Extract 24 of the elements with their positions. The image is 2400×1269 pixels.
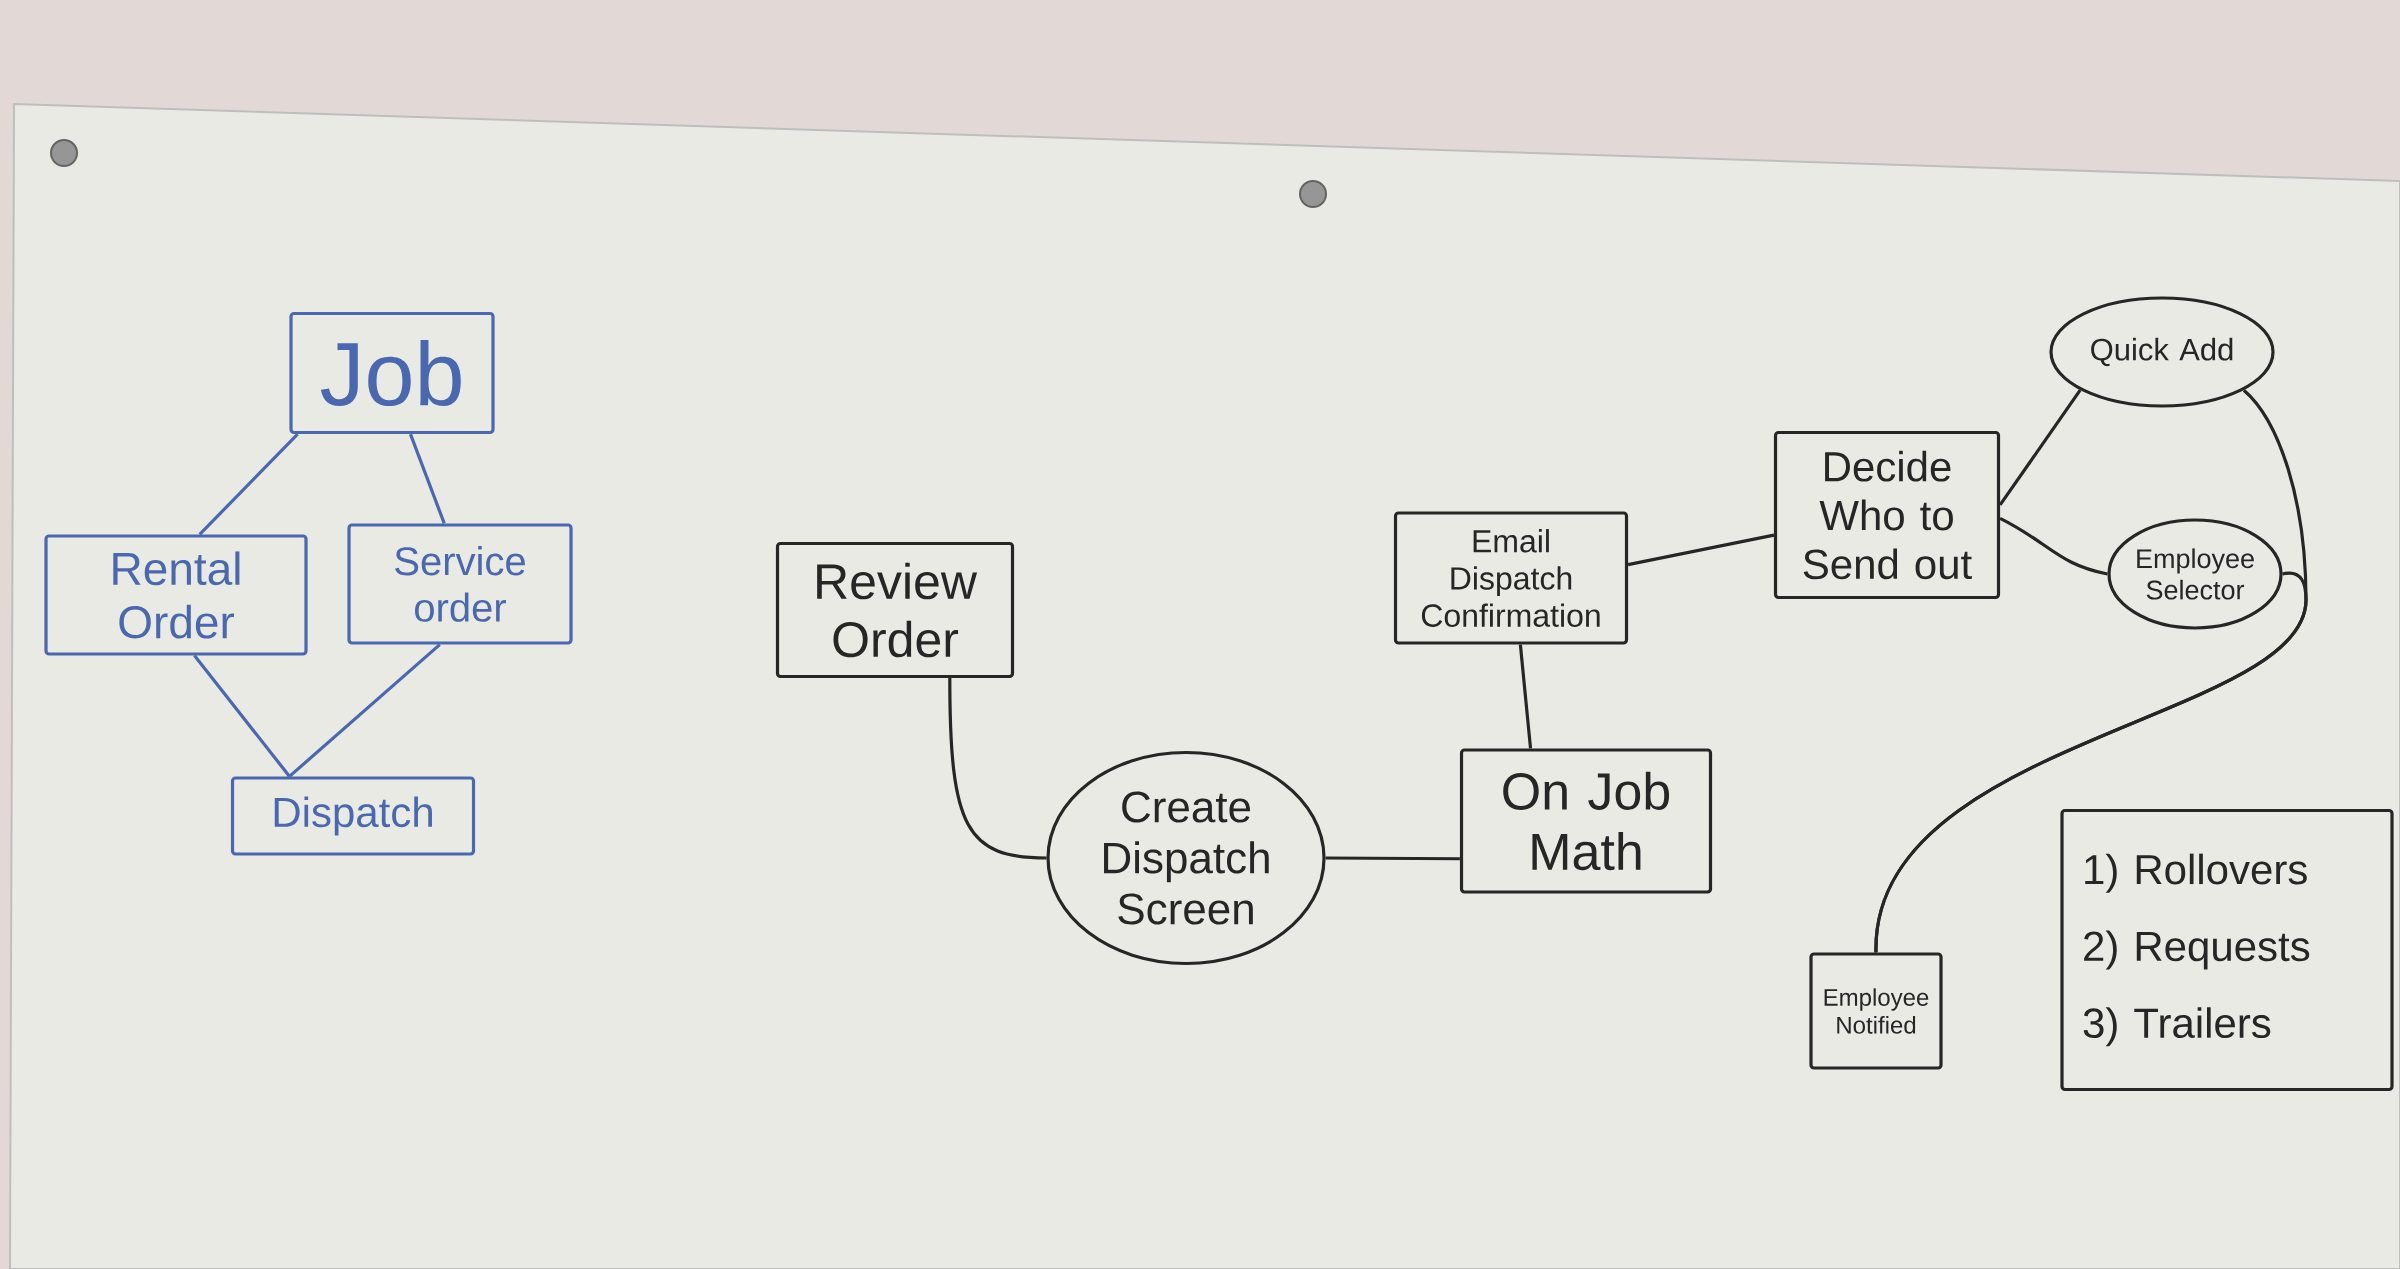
connector-line — [409, 433, 446, 524]
connector-line — [948, 678, 1047, 860]
process-box: On Job Math — [1459, 748, 1713, 894]
oval-node: Quick Add — [2049, 296, 2275, 408]
process-box: Rental Order — [44, 534, 308, 656]
process-box: Review Order — [775, 541, 1015, 679]
connector-line — [1325, 856, 1460, 861]
connector-line — [1627, 533, 1775, 567]
connector-line — [198, 433, 299, 536]
connector-line — [1874, 571, 2308, 953]
process-box: Job — [289, 311, 495, 435]
oval-node: Create Dispatch Screen — [1046, 750, 1326, 966]
connector-line — [1999, 516, 2108, 576]
connector-line — [193, 654, 291, 778]
process-box: Decide Who to Send out — [1773, 430, 2001, 600]
connector-line — [1518, 644, 1533, 749]
process-box: Employee Notified — [1809, 952, 1943, 1070]
list-box: 1) Rollovers 2) Requests 3) Trailers — [2060, 808, 2394, 1092]
process-box: Service order — [347, 523, 573, 645]
connector-line — [288, 643, 441, 778]
process-box: Email Dispatch Confirmation — [1393, 511, 1629, 645]
process-box: Dispatch — [230, 776, 476, 856]
oval-node: Employee Selector — [2107, 518, 2283, 630]
connector-line — [1998, 389, 2082, 506]
